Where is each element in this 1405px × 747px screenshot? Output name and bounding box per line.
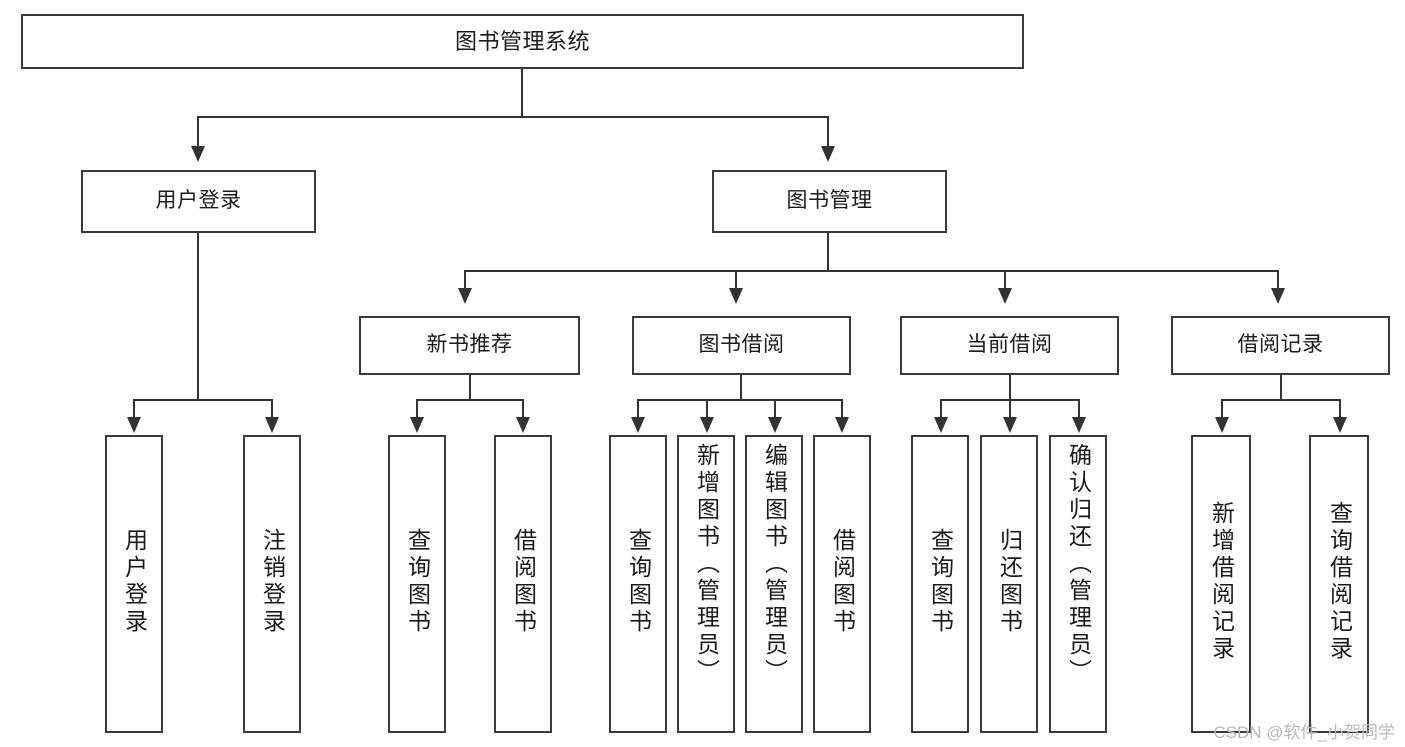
leaf-user-login[interactable]: 用户登录: [105, 435, 163, 733]
arrowhead-leaf-borrow-book-1: [516, 417, 530, 433]
connector-borrow-record-stem: [1280, 375, 1282, 401]
node-label: 当前借阅: [966, 333, 1053, 357]
connector-user-login-stem: [197, 233, 199, 400]
leaf-logout[interactable]: 注销登录: [243, 435, 301, 733]
connector-root-to-user-login: [197, 116, 199, 148]
arrowhead-current-borrow: [998, 288, 1012, 304]
connector-borrow-record-bus: [1221, 399, 1341, 401]
connector-book-borrow-drop-2: [706, 399, 708, 419]
connector-book-borrow-bus: [637, 399, 842, 401]
node-label: 编辑图书（管理员）: [761, 443, 788, 686]
node-label: 借阅图书: [829, 528, 856, 636]
leaf-return-book[interactable]: 归还图书: [980, 435, 1038, 733]
connector-l3-drop-4: [1277, 270, 1279, 290]
arrowhead-borrow-record: [1271, 288, 1285, 304]
node-label: 新书推荐: [426, 333, 513, 357]
arrowhead-leaf-query-book-2: [631, 417, 645, 433]
connector-current-borrow-drop-2: [1009, 399, 1011, 419]
arrowhead-leaf-borrow-book-2: [835, 417, 849, 433]
node-new-book-recommend[interactable]: 新书推荐: [359, 316, 580, 375]
connector-root-to-book-management: [827, 116, 829, 148]
leaf-query-book-borrow[interactable]: 查询图书: [609, 435, 667, 733]
node-label: 查询图书: [625, 528, 652, 636]
arrowhead-book-borrow: [729, 288, 743, 304]
connector-root-bus: [197, 116, 828, 118]
arrowhead-leaf-query-record: [1333, 417, 1347, 433]
arrowhead-leaf-add-book: [700, 417, 714, 433]
connector-user-login-bus: [133, 399, 271, 401]
node-label: 注销登录: [259, 528, 286, 636]
arrowhead-leaf-logout: [265, 417, 279, 433]
node-book-borrow[interactable]: 图书借阅: [632, 316, 851, 375]
node-user-login[interactable]: 用户登录: [81, 170, 316, 233]
leaf-query-book-recommend[interactable]: 查询图书: [388, 435, 446, 733]
arrowhead-book-management: [821, 146, 835, 162]
leaf-add-borrow-record[interactable]: 新增借阅记录: [1191, 435, 1251, 733]
connector-new-book-stem: [469, 375, 471, 401]
node-label: 查询借阅记录: [1326, 501, 1353, 663]
connector-new-book-drop-1: [416, 399, 418, 419]
node-label: 查询图书: [927, 528, 954, 636]
leaf-borrow-book-borrow[interactable]: 借阅图书: [813, 435, 871, 733]
connector-current-borrow-stem: [1009, 375, 1011, 401]
node-root-book-management-system[interactable]: 图书管理系统: [21, 14, 1024, 69]
connector-user-login-drop-1: [133, 399, 135, 419]
connector-book-borrow-drop-4: [841, 399, 843, 419]
arrowhead-leaf-return-book: [1003, 417, 1017, 433]
node-label: 图书借阅: [698, 333, 785, 357]
connector-book-borrow-stem: [740, 375, 742, 401]
connector-current-borrow-drop-1: [940, 399, 942, 419]
node-label: 图书管理系统: [454, 28, 590, 54]
node-borrow-record[interactable]: 借阅记录: [1171, 316, 1390, 375]
connector-level3-bus: [464, 270, 1278, 272]
leaf-borrow-book-recommend[interactable]: 借阅图书: [494, 435, 552, 733]
arrowhead-leaf-edit-book: [768, 417, 782, 433]
node-label: 借阅图书: [510, 528, 537, 636]
arrowhead-leaf-query-book-3: [934, 417, 948, 433]
leaf-edit-book-admin[interactable]: 编辑图书（管理员）: [745, 435, 803, 733]
node-label: 确认归还（管理员）: [1065, 443, 1092, 686]
connector-borrow-record-drop-1: [1221, 399, 1223, 419]
node-label: 新增借阅记录: [1208, 501, 1235, 663]
arrowhead-leaf-user-login: [127, 417, 141, 433]
node-label: 用户登录: [121, 528, 148, 636]
connector-l3-drop-3: [1004, 270, 1006, 290]
node-label: 归还图书: [996, 528, 1023, 636]
connector-l3-drop-1: [464, 270, 466, 290]
connector-new-book-bus: [416, 399, 524, 401]
csdn-watermark: CSDN @软件_小贺同学: [1213, 723, 1395, 742]
arrowhead-leaf-query-book-1: [410, 417, 424, 433]
connector-new-book-drop-2: [522, 399, 524, 419]
arrowhead-leaf-confirm-return: [1072, 417, 1086, 433]
connector-user-login-drop-2: [271, 399, 273, 419]
connector-book-borrow-drop-3: [774, 399, 776, 419]
connector-l3-drop-2: [735, 270, 737, 290]
leaf-query-book-current[interactable]: 查询图书: [911, 435, 969, 733]
node-label: 用户登录: [155, 189, 242, 213]
leaf-confirm-return-admin[interactable]: 确认归还（管理员）: [1049, 435, 1107, 733]
node-label: 查询图书: [404, 528, 431, 636]
connector-current-borrow-drop-3: [1078, 399, 1080, 419]
connector-book-borrow-drop-1: [637, 399, 639, 419]
node-current-borrow[interactable]: 当前借阅: [900, 316, 1119, 375]
leaf-query-borrow-record[interactable]: 查询借阅记录: [1309, 435, 1369, 733]
connector-book-management-stem: [827, 233, 829, 271]
connector-root-stem: [521, 69, 523, 117]
node-book-management[interactable]: 图书管理: [712, 170, 947, 233]
node-label: 图书管理: [786, 189, 873, 213]
arrowhead-new-book-recommend: [458, 288, 472, 304]
leaf-add-book-admin[interactable]: 新增图书（管理员）: [677, 435, 735, 733]
arrowhead-user-login: [191, 146, 205, 162]
arrowhead-leaf-add-record: [1215, 417, 1229, 433]
node-label: 新增图书（管理员）: [693, 443, 720, 686]
connector-borrow-record-drop-2: [1339, 399, 1341, 419]
node-label: 借阅记录: [1237, 333, 1324, 357]
